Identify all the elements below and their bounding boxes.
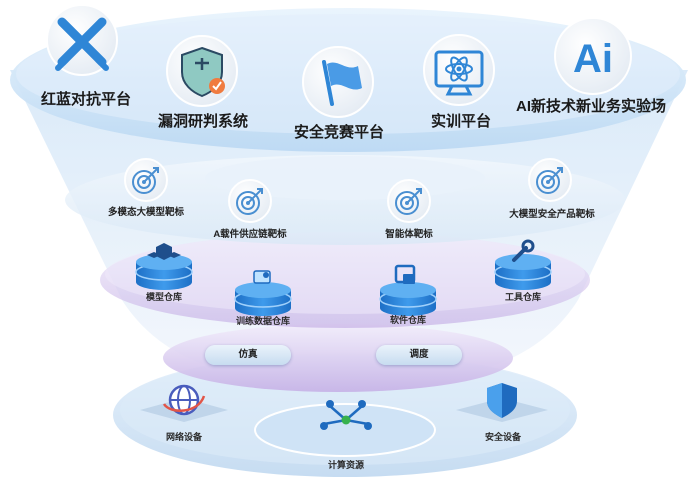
range-label-llm-security: 大模型安全产品靶标: [509, 209, 595, 220]
shield-check-icon: [166, 35, 238, 107]
target-icon: [124, 158, 168, 202]
range-label-multimodal: 多模态大模型靶标: [107, 207, 185, 218]
platform-label-contest: 安全竞赛平台: [293, 124, 385, 141]
service-pill-simulation: 仿真: [205, 345, 291, 365]
infra-label-network: 网络设备: [165, 432, 203, 442]
range-label-agent: 智能体靶标: [385, 229, 433, 240]
crossed-swords-icon: [46, 4, 118, 76]
network-globe-icon: [140, 384, 228, 422]
platform-label-training: 实训平台: [430, 113, 492, 130]
repo-label-model: 模型仓库: [145, 292, 183, 302]
flag-icon: [302, 46, 374, 118]
compute-nodes-icon: [320, 400, 372, 430]
infra-label-security: 安全设备: [484, 432, 522, 442]
target-icon: [387, 179, 431, 223]
platform-label-red-blue: 红蓝对抗平台: [40, 91, 132, 108]
svg-text:Ai: Ai: [573, 37, 613, 81]
cubes-icon: [135, 243, 193, 290]
repo-label-training-data: 训练数据仓库: [235, 316, 291, 326]
software-icon: [379, 264, 437, 316]
target-icon: [528, 158, 572, 202]
target-icon: [228, 179, 272, 223]
infra-label-compute: 计算资源: [327, 460, 365, 470]
atom-monitor-icon: [423, 34, 495, 106]
security-shield-icon: [456, 383, 548, 422]
platform-label-ai-lab: AI新技术新业务实验场: [515, 98, 667, 115]
service-pill-scheduling: 调度: [376, 345, 462, 365]
ai-icon: Ai: [554, 17, 632, 95]
range-label-supply-chain: A载件供应链靶标: [213, 229, 287, 240]
repo-label-tool: 工具仓库: [504, 292, 542, 302]
repo-label-software: 软件仓库: [389, 315, 427, 325]
data-icon: [234, 270, 292, 316]
wrench-icon: [494, 239, 552, 290]
platform-label-vuln: 漏洞研判系统: [157, 113, 249, 130]
